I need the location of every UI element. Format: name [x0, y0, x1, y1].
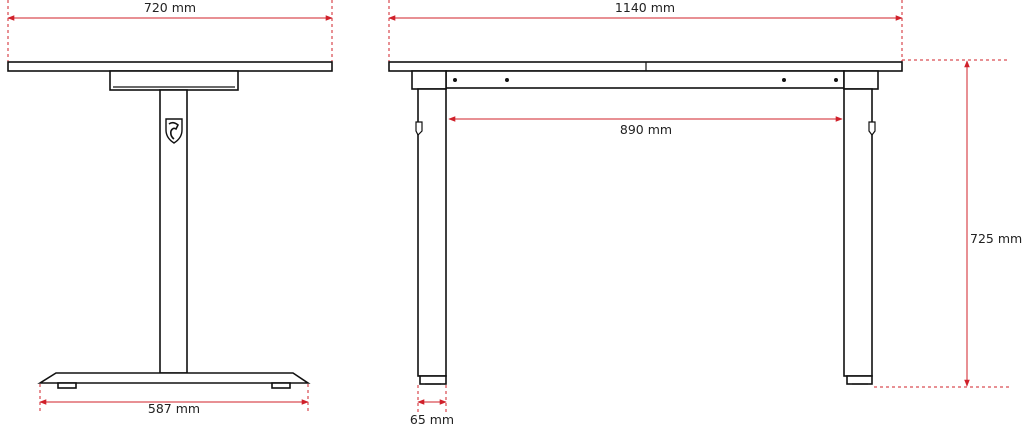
left-leg-bracket [411, 70, 447, 90]
height-label: 725 mm [970, 231, 1022, 246]
left-leg-foot [419, 375, 447, 385]
left-leg-logo-icon [415, 121, 423, 137]
front-view: 1140 mm 890 mm [388, 0, 1022, 427]
right-leg-foot [846, 375, 873, 385]
side-view: 720 mm 587 mm [7, 0, 333, 416]
right-leg-logo-icon [868, 121, 876, 136]
leg-width-label: 65 mm [410, 412, 454, 427]
front-width-label: 1140 mm [615, 0, 675, 15]
screw-3 [782, 78, 786, 82]
side-tabletop [7, 61, 333, 72]
inner-span-label: 890 mm [620, 122, 672, 137]
front-width-dimension: 1140 mm [388, 0, 903, 62]
leg-width-dimension: 65 mm [410, 385, 454, 427]
screw-4 [834, 78, 838, 82]
side-foot-pad-right [271, 382, 291, 389]
side-width-dimension: 720 mm [7, 0, 333, 62]
side-foot-dimension: 587 mm [39, 384, 309, 416]
side-width-label: 720 mm [144, 0, 196, 15]
foot-length-label: 587 mm [148, 401, 200, 416]
right-leg-bracket [843, 70, 879, 90]
screw-2 [505, 78, 509, 82]
left-leg [417, 88, 447, 377]
right-leg [843, 88, 873, 377]
side-foot [37, 372, 311, 384]
shield-logo-icon [165, 118, 183, 144]
side-foot-pad-left [57, 382, 77, 389]
screw-1 [453, 78, 457, 82]
height-dimension: 725 mm [874, 59, 1022, 388]
inner-span-dimension: 890 mm [448, 116, 843, 137]
